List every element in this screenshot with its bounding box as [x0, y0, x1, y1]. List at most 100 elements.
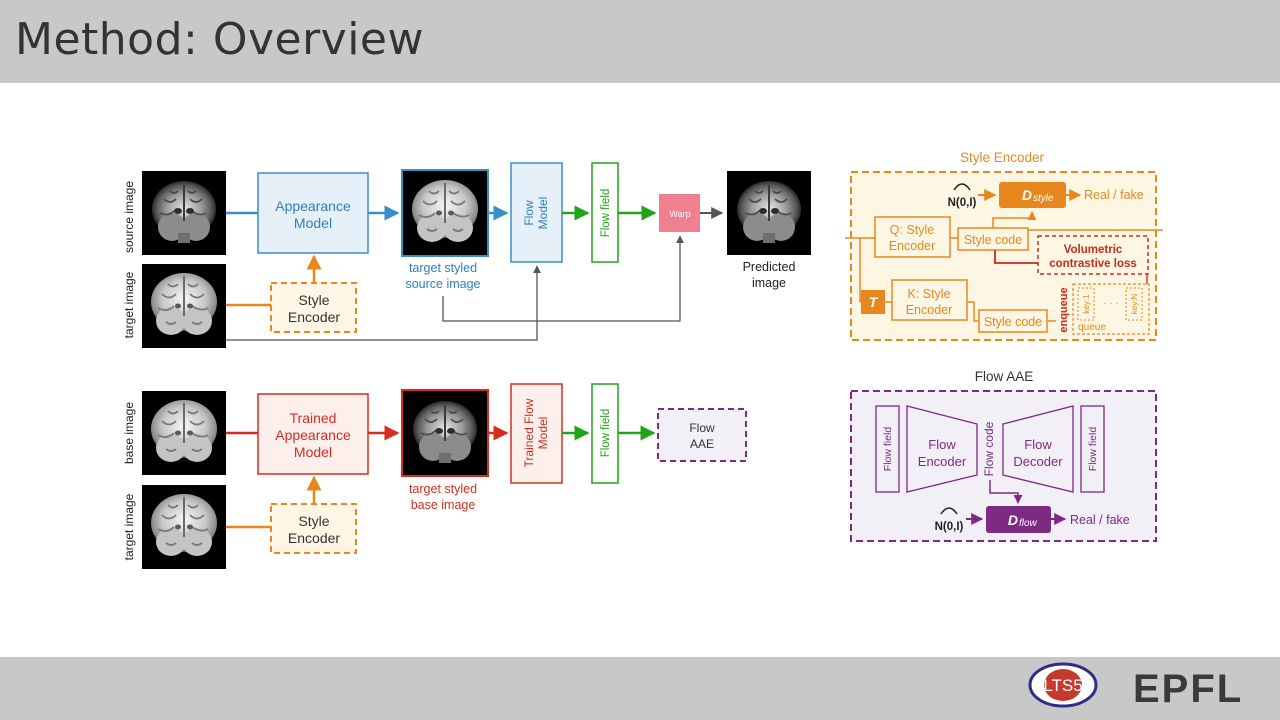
style-encoder-top-line2: Encoder: [288, 309, 340, 325]
flow-field-bottom-label: Flow field: [600, 409, 612, 458]
flow-aae-panel-title: Flow AAE: [975, 369, 1034, 384]
loss-line1: Volumetric: [1064, 244, 1123, 256]
aae-flow-field-out-label: Flow field: [1087, 427, 1099, 472]
q-code-to-loss-line: [994, 250, 1038, 264]
styled-base-caption-line2: base image: [411, 498, 476, 512]
style-encoder-panel: Style Encoder N(0,I) D style Real / fake…: [845, 150, 1163, 341]
epfl-logo: EPFL: [1133, 667, 1243, 711]
flow-model-line2: Model: [536, 197, 550, 230]
queue-key-first-box: [1077, 287, 1095, 321]
flow-encoder-line1: Flow: [928, 437, 956, 452]
q-encoder-line2: Encoder: [889, 239, 936, 253]
d-flow-main: D: [1008, 512, 1018, 528]
predicted-caption-line2: image: [752, 276, 786, 290]
style-encoder-panel-title: Style Encoder: [960, 150, 1045, 165]
slide-title: Method: Overview: [15, 14, 424, 65]
styled-source-brain-image: [402, 170, 488, 256]
t-augment-label: T: [869, 294, 879, 310]
base-image-label: base image: [122, 402, 136, 464]
aae-flow-field-out-box: [1080, 405, 1105, 493]
k-encoder-line2: Encoder: [906, 303, 953, 317]
trained-flow-box: [510, 383, 563, 484]
flow-decoder-trapezoid: [1002, 405, 1074, 493]
aae-flow-field-in-label: Flow field: [882, 427, 894, 472]
q-style-code-label: Style code: [964, 233, 1022, 247]
style-encoder-box-bottom: [270, 503, 357, 554]
d-flow-sub: flow: [1019, 518, 1038, 529]
flow-decoder-line1: Flow: [1024, 437, 1052, 452]
d-style-box: [999, 182, 1066, 208]
q-style-encoder-box: [874, 216, 951, 258]
queue-dots: · · ·: [1103, 298, 1119, 309]
arrow-code-to-dstyle: [992, 211, 1037, 228]
target-image-label: target image: [122, 271, 136, 338]
queue-key-last-box: [1125, 287, 1143, 321]
arrow-target-to-flow: [226, 265, 541, 341]
trained-flow-line2: Model: [536, 417, 550, 450]
enqueue-label: enqueue: [1058, 287, 1070, 332]
predicted-brain-image: [726, 170, 812, 256]
style-real-fake-label: Real / fake: [1084, 188, 1144, 202]
appearance-model-line2: Model: [294, 215, 332, 231]
noise-distribution-icon-flow: [940, 507, 958, 515]
flow-model-line1: Flow: [522, 200, 536, 226]
queue-box: [1072, 283, 1150, 335]
trained-flow-line1: Trained Flow: [522, 398, 536, 467]
d-style-sub: style: [1033, 193, 1054, 204]
source-brain-image: [141, 170, 227, 256]
flow-model-box: [510, 162, 563, 263]
flow-encoder-trapezoid: [906, 405, 978, 493]
flow-real-fake-label: Real / fake: [1070, 513, 1130, 527]
noise-distribution-icon-style: [953, 183, 971, 191]
k-to-code-line: [967, 301, 979, 322]
styled-base-brain-image: [402, 390, 488, 476]
warp-box: [659, 194, 700, 232]
flow-aae-box: [657, 408, 747, 462]
flow-encoder-line2: Encoder: [918, 454, 967, 469]
style-noise-label: N(0,I): [948, 197, 977, 209]
styled-source-caption-line1: target styled: [409, 261, 477, 275]
trained-appearance-line3: Model: [294, 444, 332, 460]
styled-source-caption-line2: source image: [405, 277, 480, 291]
target-image-label-bottom: target image: [122, 493, 136, 560]
queue-key-first-label: key:1: [1082, 294, 1091, 314]
k-style-encoder-box: [891, 279, 968, 321]
loss-line2: contrastive loss: [1049, 258, 1137, 270]
queue-key-last-label: key:N: [1130, 294, 1139, 315]
slide-header: [0, 0, 1280, 83]
style-encoder-top-line1: Style: [298, 292, 329, 308]
flow-field-box-top: [591, 162, 619, 263]
trained-appearance-line1: Trained: [290, 410, 337, 426]
source-image-label: source image: [122, 181, 136, 253]
k-style-code-label: Style code: [984, 315, 1042, 329]
arrow-code-to-dflow: [989, 480, 1023, 504]
lts5-logo-core: [1044, 669, 1082, 701]
lts5-logo-text: LTS5: [1043, 676, 1082, 695]
trained-appearance-box: [257, 393, 369, 475]
flow-aae-line2: AAE: [690, 437, 714, 451]
k-encoder-line1: K: Style: [907, 287, 950, 301]
styled-base-caption-line1: target styled: [409, 482, 477, 496]
flow-aae-panel: Flow AAE Flow field Flow Encoder Flow co…: [850, 369, 1157, 542]
q-encoder-line1: Q: Style: [890, 223, 935, 237]
flow-field-top-label: Flow field: [600, 189, 612, 238]
warp-label: Warp: [669, 209, 690, 219]
contrastive-loss-box: [1037, 235, 1149, 275]
queue-label: queue: [1078, 322, 1106, 333]
flow-decoder-line2: Decoder: [1013, 454, 1063, 469]
flow-aae-line1: Flow: [689, 421, 715, 435]
bottom-pipeline: base image target image Trained Appearan…: [122, 383, 747, 570]
appearance-model-line1: Appearance: [275, 198, 351, 214]
d-style-main: D: [1022, 187, 1032, 203]
aae-flow-field-in-box: [875, 405, 900, 493]
flow-noise-label: N(0,I): [935, 521, 964, 533]
target-brain-image-bottom: [141, 484, 227, 570]
style-encoder-bottom-line2: Encoder: [288, 530, 340, 546]
arrow-styled-to-warp: [442, 235, 684, 322]
t-augment-box: [861, 290, 885, 314]
lts5-logo: LTS5: [1028, 662, 1098, 708]
style-encoder-bottom-line1: Style: [298, 513, 329, 529]
target-brain-image: [141, 263, 227, 349]
predicted-caption-line1: Predicted: [743, 260, 796, 274]
